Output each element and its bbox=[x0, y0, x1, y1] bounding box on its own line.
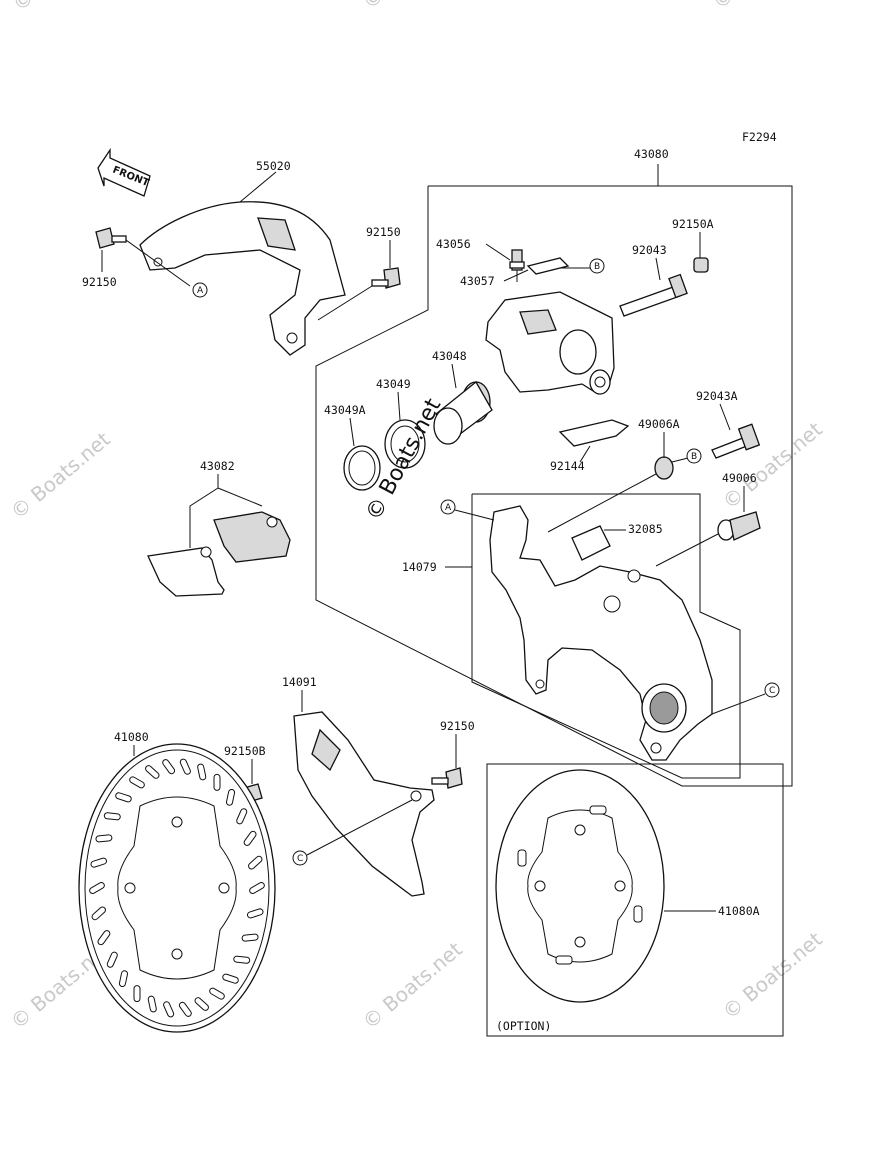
rotor-slot bbox=[222, 973, 239, 984]
watermark-bottom-right: © Boats.net bbox=[718, 927, 827, 1024]
rotor-slot bbox=[90, 857, 108, 868]
pin-92043a bbox=[711, 423, 761, 459]
rotor-slot bbox=[145, 765, 160, 779]
ref-c-right: C bbox=[769, 686, 775, 696]
rotor-slot bbox=[213, 773, 221, 791]
label-92043a: 92043A bbox=[696, 389, 738, 403]
bushing-49006a bbox=[654, 456, 674, 480]
label-43057: 43057 bbox=[460, 274, 495, 288]
rotor-slot bbox=[162, 759, 176, 775]
figure-code: F2294 bbox=[742, 130, 777, 144]
rotor-slot bbox=[97, 930, 111, 946]
piston-43048 bbox=[433, 381, 493, 445]
front-arrow-icon: FRONT bbox=[97, 147, 151, 197]
label-49006a: 49006A bbox=[638, 417, 680, 431]
watermark-mid-left: © Boats.net bbox=[6, 427, 115, 524]
bushing-49006 bbox=[717, 511, 761, 541]
watermark-top-center: © Boats.net bbox=[358, 0, 467, 14]
cap-43057 bbox=[526, 257, 570, 275]
rotor-slot bbox=[115, 792, 132, 803]
label-92150-left: 92150 bbox=[82, 275, 117, 289]
rotor-slot bbox=[249, 882, 265, 894]
rotor-slot bbox=[194, 997, 209, 1011]
rotor-slot bbox=[163, 1001, 175, 1018]
option-box bbox=[486, 763, 784, 1037]
caliper-body bbox=[485, 291, 615, 395]
bolt-92150-left bbox=[95, 227, 127, 249]
watermark-bottom-center: © Boats.net bbox=[358, 937, 467, 1034]
bracket-assembly-outline bbox=[445, 493, 741, 779]
ref-b-top: B bbox=[594, 262, 600, 272]
rotor-slot bbox=[89, 882, 105, 895]
rotor-slot bbox=[91, 906, 106, 921]
rotor-slot bbox=[178, 1001, 192, 1017]
caliper-guard-55020 bbox=[139, 201, 346, 356]
label-43049: 43049 bbox=[376, 377, 411, 391]
rotor-slot bbox=[103, 812, 121, 821]
rotor-slot bbox=[241, 933, 259, 942]
caliper-bracket-14079 bbox=[489, 505, 713, 761]
rotor-slot bbox=[197, 763, 207, 781]
watermark-top-left: © Boats.net bbox=[8, 0, 117, 16]
ref-c-bottom: C bbox=[297, 854, 303, 864]
label-43056: 43056 bbox=[436, 237, 471, 251]
brake-disc-41080a bbox=[495, 769, 665, 1003]
rotor-slot bbox=[118, 970, 129, 988]
label-49006: 49006 bbox=[722, 471, 757, 485]
label-41080: 41080 bbox=[114, 730, 149, 744]
rotor-slots bbox=[89, 758, 265, 1018]
label-92150-bottom: 92150 bbox=[440, 719, 475, 733]
rotor-slot bbox=[129, 776, 145, 789]
ref-a-top: A bbox=[197, 286, 204, 296]
label-41080a: 41080A bbox=[718, 904, 760, 918]
label-43048: 43048 bbox=[432, 349, 467, 363]
rotor-slot bbox=[248, 855, 263, 870]
bleeder-valve-43056 bbox=[509, 249, 525, 282]
disc-guard-14091 bbox=[293, 711, 435, 897]
plug-92150a bbox=[693, 257, 709, 273]
option-label: (OPTION) bbox=[496, 1019, 551, 1033]
label-55020: 55020 bbox=[256, 159, 291, 173]
rotor-slot bbox=[225, 788, 236, 806]
watermark-top-right: © Boats.net bbox=[708, 0, 817, 14]
bolt-92150-right bbox=[371, 267, 401, 289]
label-92150-right: 92150 bbox=[366, 225, 401, 239]
watermark-mid-right: © Boats.net bbox=[718, 417, 827, 514]
rotor-slot bbox=[246, 908, 264, 919]
caliper-assembly-outline bbox=[315, 164, 793, 787]
label-92144: 92144 bbox=[550, 459, 585, 473]
rotor-slot bbox=[147, 995, 157, 1013]
label-43080: 43080 bbox=[634, 147, 669, 161]
clip-32085 bbox=[571, 525, 611, 561]
pin-92043 bbox=[619, 273, 688, 317]
rotor-slot bbox=[179, 758, 191, 775]
rotor-slot bbox=[209, 987, 225, 1000]
pad-spring-92144 bbox=[558, 419, 630, 447]
bolt-92150-bottom bbox=[431, 767, 463, 789]
label-14079: 14079 bbox=[402, 560, 437, 574]
label-43049a: 43049A bbox=[324, 403, 366, 417]
label-43082: 43082 bbox=[200, 459, 235, 473]
rotor-slot bbox=[236, 808, 248, 825]
label-92043: 92043 bbox=[632, 243, 667, 257]
rotor-slot bbox=[133, 985, 141, 1003]
rotor-slot bbox=[95, 834, 113, 843]
rotor-slot bbox=[106, 951, 118, 968]
brake-pads-43082 bbox=[147, 511, 291, 597]
label-14091: 14091 bbox=[282, 675, 317, 689]
rotor-slot bbox=[243, 830, 257, 846]
ref-b-right: B bbox=[691, 452, 697, 462]
ref-a-bracket: A bbox=[445, 503, 452, 513]
label-92150a: 92150A bbox=[672, 217, 714, 231]
brake-disc-41080 bbox=[78, 743, 276, 1033]
label-92150b: 92150B bbox=[224, 744, 266, 758]
label-32085: 32085 bbox=[628, 522, 663, 536]
rotor-slot bbox=[233, 955, 251, 964]
